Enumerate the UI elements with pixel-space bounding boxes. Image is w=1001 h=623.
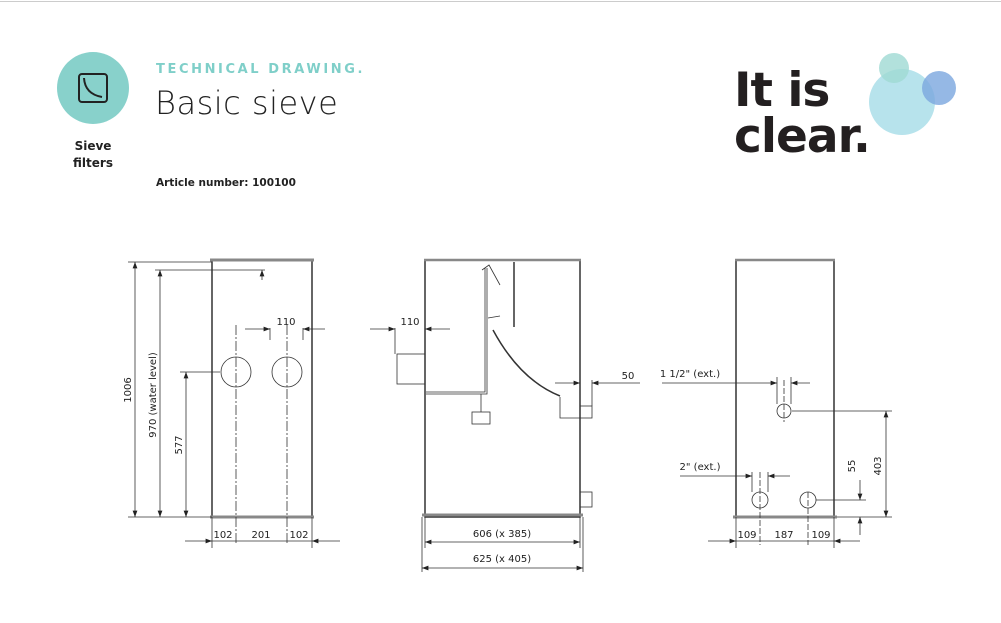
dim-577: 577 xyxy=(174,435,185,454)
logo-line2: clear. xyxy=(734,109,871,164)
dim-970: 970 (water level) xyxy=(148,352,159,438)
dim-403: 403 xyxy=(873,456,884,475)
sieve-filter-icon xyxy=(78,73,108,103)
back-view xyxy=(662,258,892,548)
dim-55: 55 xyxy=(847,460,858,473)
dim-625: 625 (x 405) xyxy=(473,554,531,565)
category-badge xyxy=(57,52,129,124)
outlet-small-label: 2" (ext.) xyxy=(680,462,721,473)
category-label: Sieve filters xyxy=(50,138,136,172)
outlet-large-label: 1 1/2" (ext.) xyxy=(660,369,720,380)
dim-187: 187 xyxy=(774,530,793,541)
bubbles-logo-icon xyxy=(869,53,956,135)
dim-606: 606 (x 385) xyxy=(473,529,531,540)
article-number: Article number: 100100 xyxy=(156,177,296,189)
kicker: TECHNICAL DRAWING. xyxy=(156,62,366,77)
dim-109-right: 109 xyxy=(811,530,830,541)
side-view xyxy=(128,258,340,548)
dim-109-left: 109 xyxy=(737,530,756,541)
page-title: Basic sieve xyxy=(155,84,339,122)
dim-110-front: 110 xyxy=(400,317,419,328)
dim-102-left: 102 xyxy=(213,530,232,541)
category-line1: Sieve xyxy=(74,139,112,153)
dim-1006: 1006 xyxy=(123,377,134,402)
dim-102-right: 102 xyxy=(289,530,308,541)
dim-201: 201 xyxy=(251,530,270,541)
logo-line1: It is xyxy=(734,63,830,118)
dim-50: 50 xyxy=(622,371,635,382)
dim-110-side: 110 xyxy=(276,317,295,328)
front-view xyxy=(370,258,640,572)
top-border xyxy=(0,1,1001,2)
category-line2: filters xyxy=(73,156,113,170)
